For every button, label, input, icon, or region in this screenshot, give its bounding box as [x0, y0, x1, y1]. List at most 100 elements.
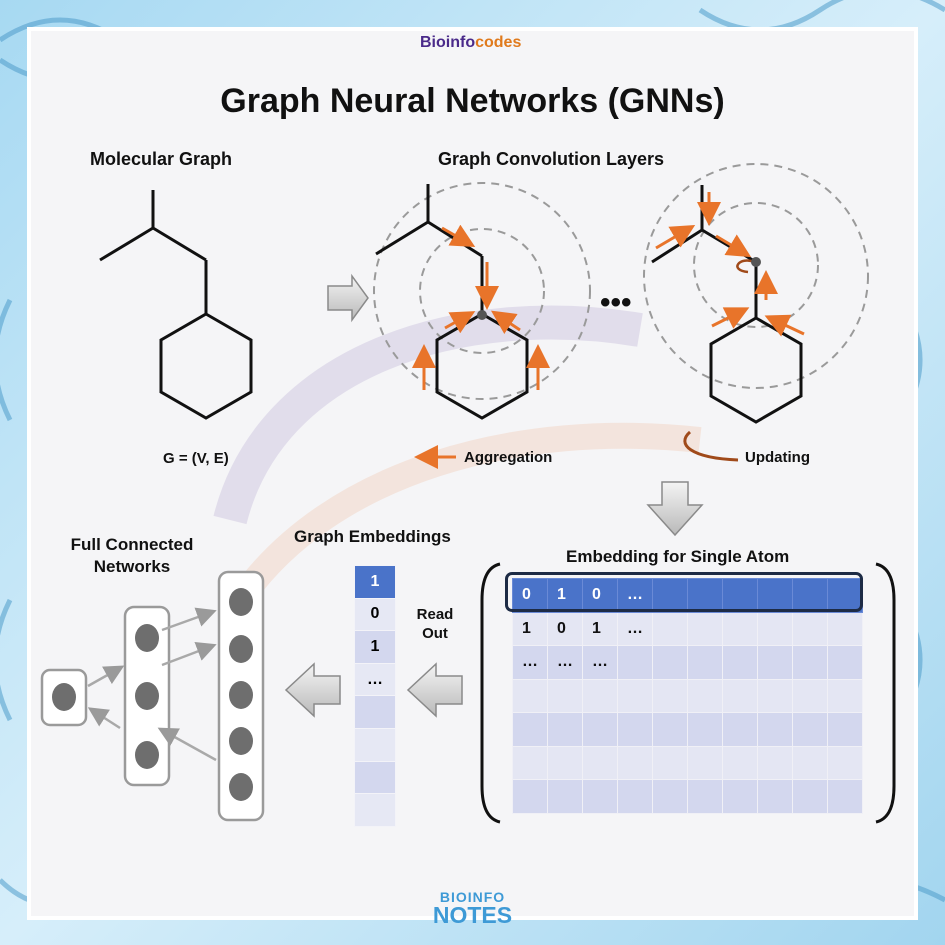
embedding-cell	[354, 793, 396, 827]
matrix-cell: 0	[512, 578, 548, 613]
matrix-cell: 1	[547, 578, 583, 613]
single-atom-heading: Embedding for Single Atom	[566, 547, 790, 566]
matrix-cell	[687, 745, 723, 780]
matrix-cell	[757, 645, 793, 680]
flow-arrow-left-readout	[406, 662, 463, 718]
molecular-graph-heading: Molecular Graph	[90, 149, 233, 169]
embedding-cell	[354, 727, 396, 762]
matrix-cell	[687, 779, 723, 814]
matrix-cell	[687, 712, 723, 747]
bioinfo-notes-logo: BIOINFO NOTES	[430, 890, 515, 927]
embedding-cell	[354, 760, 396, 795]
fcn-heading: Full Connected Networks	[52, 534, 212, 578]
matrix-cell: 0	[582, 578, 618, 613]
matrix-cell	[792, 611, 828, 646]
embedding-cell: 1	[354, 630, 396, 664]
matrix-cell: …	[512, 645, 548, 680]
matrix-cell	[687, 678, 723, 713]
matrix-cell	[512, 779, 548, 814]
matrix-cell	[792, 745, 828, 780]
matrix-cell	[652, 611, 688, 646]
embedding-cell: …	[354, 662, 396, 697]
matrix-cell	[792, 712, 828, 747]
fully-connected-network	[40, 570, 265, 822]
matrix-cell	[827, 578, 863, 613]
matrix-cell: 1	[512, 611, 548, 646]
matrix-cell	[582, 678, 618, 713]
matrix-cell: 1	[582, 611, 618, 646]
matrix-cell	[792, 779, 828, 814]
matrix-row: ………	[512, 645, 863, 680]
matrix-cell	[617, 712, 653, 747]
matrix-cell	[617, 779, 653, 814]
matrix-cell	[652, 745, 688, 780]
matrix-cell	[687, 645, 723, 680]
graph-embeddings-heading: Graph Embeddings	[294, 527, 451, 546]
matrix-cell	[827, 745, 863, 780]
flow-arrow-left-fcn	[284, 662, 341, 718]
matrix-cell	[547, 745, 583, 780]
matrix-cell	[827, 611, 863, 646]
matrix-cell	[617, 678, 653, 713]
matrix-cell	[827, 779, 863, 814]
matrix-cell	[722, 611, 758, 646]
matrix-cell	[652, 678, 688, 713]
matrix-cell	[827, 712, 863, 747]
graph-formula: G = (V, E)	[163, 450, 229, 467]
matrix-cell	[757, 578, 793, 613]
readout-line1: Read	[416, 606, 454, 623]
matrix-row	[512, 678, 863, 713]
conv-layer-1	[373, 182, 591, 420]
matrix-left-bracket	[480, 562, 501, 824]
graph-convolution-heading: Graph Convolution Layers	[438, 149, 665, 169]
matrix-cell	[757, 712, 793, 747]
footer-line1: BIOINFO	[439, 889, 506, 905]
matrix-row	[512, 745, 863, 780]
matrix-cell	[722, 745, 758, 780]
matrix-cell	[547, 779, 583, 814]
matrix-cell	[582, 779, 618, 814]
matrix-cell	[652, 645, 688, 680]
matrix-cell	[757, 779, 793, 814]
single-atom-row-highlight	[505, 572, 863, 612]
matrix-cell	[757, 745, 793, 780]
updating-legend-arrow	[683, 430, 739, 462]
matrix-cell	[652, 712, 688, 747]
readout-label: Read Out	[412, 605, 458, 643]
conv-layer-2	[643, 163, 869, 424]
matrix-cell	[512, 712, 548, 747]
flow-arrow-down	[646, 481, 704, 537]
matrix-row	[512, 712, 863, 747]
matrix-row	[512, 779, 863, 814]
fcn-heading-line1: Full Connected	[70, 535, 194, 554]
matrix-cell	[547, 712, 583, 747]
matrix-cell	[512, 678, 548, 713]
ellipsis-dots: •••	[600, 286, 632, 319]
matrix-cell: 0	[547, 611, 583, 646]
matrix-cell: …	[582, 645, 618, 680]
matrix-cell	[652, 779, 688, 814]
matrix-right-bracket	[875, 562, 896, 824]
molecular-graph-structure	[99, 190, 253, 420]
matrix-cell	[792, 578, 828, 613]
matrix-cell	[722, 645, 758, 680]
matrix-cell	[827, 678, 863, 713]
matrix-cell	[582, 745, 618, 780]
embedding-cell	[354, 695, 396, 729]
matrix-cell	[687, 611, 723, 646]
matrix-cell	[757, 611, 793, 646]
matrix-cell	[547, 678, 583, 713]
embedding-cell: 0	[354, 597, 396, 632]
matrix-cell	[722, 712, 758, 747]
fcn-heading-line2: Networks	[93, 557, 171, 576]
page-title: Graph Neural Networks (GNNs)	[220, 82, 725, 120]
matrix-cell: …	[547, 645, 583, 680]
matrix-cell	[617, 645, 653, 680]
matrix-cell	[722, 578, 758, 613]
matrix-cell	[722, 779, 758, 814]
